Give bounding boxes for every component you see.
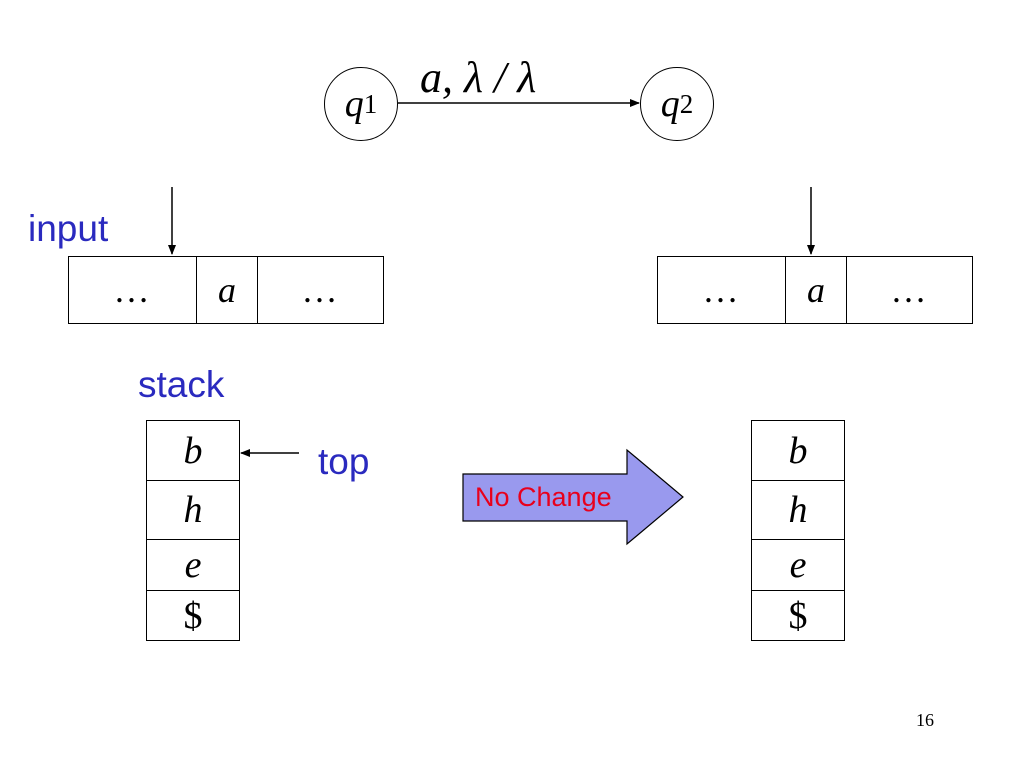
transition-label: a, λ / λ — [420, 53, 537, 102]
tape-cell: … — [702, 270, 741, 310]
page-number: 16 — [916, 710, 934, 730]
stack-label: stack — [138, 364, 225, 405]
tape-cell-current: a — [196, 257, 257, 323]
tape-cell: … — [113, 270, 152, 310]
stack-cell: e — [752, 539, 844, 590]
right-input-tape: … a … — [657, 256, 973, 324]
left-input-tape: … a … — [68, 256, 384, 324]
no-change-arrow — [462, 448, 684, 546]
state-q1-name: q — [344, 83, 364, 125]
stack-cell: e — [147, 539, 239, 590]
stack-cell-top: b — [183, 429, 203, 472]
right-stack: b h e $ — [751, 420, 845, 641]
stack-cell-bottom: $ — [147, 590, 239, 640]
state-q2-subscript: 2 — [679, 88, 694, 119]
input-label: input — [28, 208, 109, 249]
stack-cell: h — [752, 480, 844, 539]
stack-cell-top: b — [788, 429, 808, 472]
stack-cell-bottom: $ — [752, 590, 844, 640]
no-change-label: No Change — [475, 482, 612, 512]
tape-cell-current: a — [785, 257, 846, 323]
state-q1-subscript: 1 — [363, 88, 378, 119]
stack-cell: h — [147, 480, 239, 539]
tape-cell: … — [257, 257, 383, 323]
tape-cell: … — [846, 257, 972, 323]
top-label: top — [318, 441, 370, 482]
left-stack: b h e $ — [146, 420, 240, 641]
state-q2-name: q — [660, 83, 680, 125]
